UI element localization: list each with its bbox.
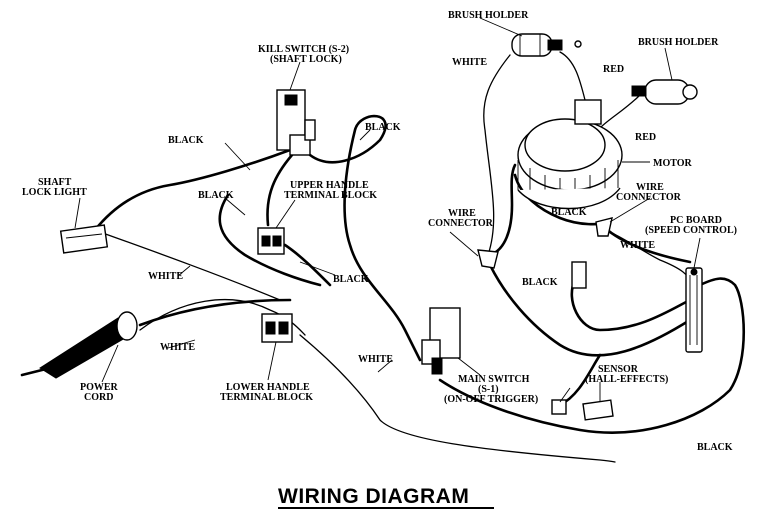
label-wire-connector-right-1: WIRE: [636, 182, 664, 193]
sensor-lead-part: [571, 261, 587, 289]
label-wire-black-kill: BLACK: [168, 135, 204, 146]
label-power-cord-1: POWER: [80, 382, 119, 393]
diagram-title: WIRING DIAGRAM: [278, 485, 469, 508]
label-wire-black-bottom: BLACK: [697, 442, 733, 453]
label-main-switch-2: (S-1): [478, 384, 499, 395]
wire-white-pc: [599, 227, 693, 286]
label-wire-black-block: BLACK: [333, 274, 369, 285]
pc-board-part: [685, 267, 703, 353]
label-sensor-2: (HALL-EFFECTS): [585, 374, 668, 385]
wire-kill-to-light: [93, 148, 292, 232]
wire-connector-left: [488, 163, 517, 257]
wire-red-right: [599, 94, 641, 129]
label-wire-connector-left-2: CONNECTOR: [428, 218, 494, 229]
wire-mid-black: [488, 263, 692, 357]
main-switch-part: [421, 307, 461, 375]
wire-bottom-black: [438, 277, 745, 434]
wire-white-main: [299, 334, 616, 463]
label-power-cord-2: CORD: [84, 392, 113, 403]
label-main-switch-3: (ON-OFF TRIGGER): [444, 394, 538, 405]
brush-holder-top-part: [511, 33, 582, 57]
label-wire-red-right: RED: [635, 132, 656, 143]
motor-part: [517, 99, 623, 210]
label-wire-white-top: WHITE: [452, 57, 487, 68]
label-wire-red-top: RED: [603, 64, 624, 75]
wire-white-cord: [139, 299, 306, 336]
label-wire-white-cord: WHITE: [160, 342, 195, 353]
wire-red-top: [559, 51, 586, 101]
label-wire-black-mid: BLACK: [522, 277, 558, 288]
label-wire-white-pc: WHITE: [620, 240, 655, 251]
wire-connector-right-part: [595, 217, 613, 237]
wire-kill-to-upper-block: [266, 153, 294, 227]
wire-connector-left-part: [477, 249, 499, 269]
label-wire-black-motor: BLACK: [551, 207, 587, 218]
label-pc-board-1: PC BOARD: [670, 215, 722, 226]
label-sensor-1: SENSOR: [598, 364, 639, 375]
sensor-part: [551, 399, 614, 421]
label-wire-connector-right-2: CONNECTOR: [616, 192, 682, 203]
wire-pc-loop: [570, 278, 692, 332]
wire-white-top: [483, 54, 511, 256]
label-motor: MOTOR: [653, 158, 692, 169]
label-brush-holder-right: BRUSH HOLDER: [638, 37, 719, 48]
label-wire-white-main: WHITE: [358, 354, 393, 365]
label-main-switch-1: MAIN SWITCH: [458, 374, 530, 385]
label-kill-switch-1: KILL SWITCH (S-2): [258, 44, 349, 55]
label-upper-block-1: UPPER HANDLE: [290, 180, 369, 191]
label-upper-block-2: TERMINAL BLOCK: [284, 190, 377, 201]
label-wire-black-upper: BLACK: [198, 190, 234, 201]
label-kill-switch-2: (SHAFT LOCK): [270, 54, 342, 65]
label-wire-white-light: WHITE: [148, 271, 183, 282]
lower-terminal-block-part: [261, 313, 293, 343]
label-lower-block-2: TERMINAL BLOCK: [220, 392, 313, 403]
leader-lines: [74, 17, 701, 403]
upper-terminal-block-part: [257, 227, 285, 255]
label-lower-block-1: LOWER HANDLE: [226, 382, 310, 393]
wire-white-light: [99, 231, 281, 301]
power-cord-part: [20, 311, 138, 379]
label-wire-connector-left-1: WIRE: [448, 208, 476, 219]
label-shaft-lock-light-2: LOCK LIGHT: [22, 187, 87, 198]
label-pc-board-2: (SPEED CONTROL): [645, 225, 737, 236]
shaft-lock-light-part: [59, 224, 109, 254]
label-shaft-lock-light-1: SHAFT: [38, 177, 72, 188]
wires: [93, 51, 745, 463]
label-brush-holder-top: BRUSH HOLDER: [448, 10, 529, 21]
wire-upper-block-black: [218, 193, 322, 287]
wire-top-black: [308, 114, 422, 362]
brush-holder-right-part: [631, 79, 698, 105]
wire-block-to-right: [283, 243, 332, 287]
label-wire-black-top: BLACK: [365, 122, 401, 133]
kill-switch-part: [276, 89, 316, 156]
